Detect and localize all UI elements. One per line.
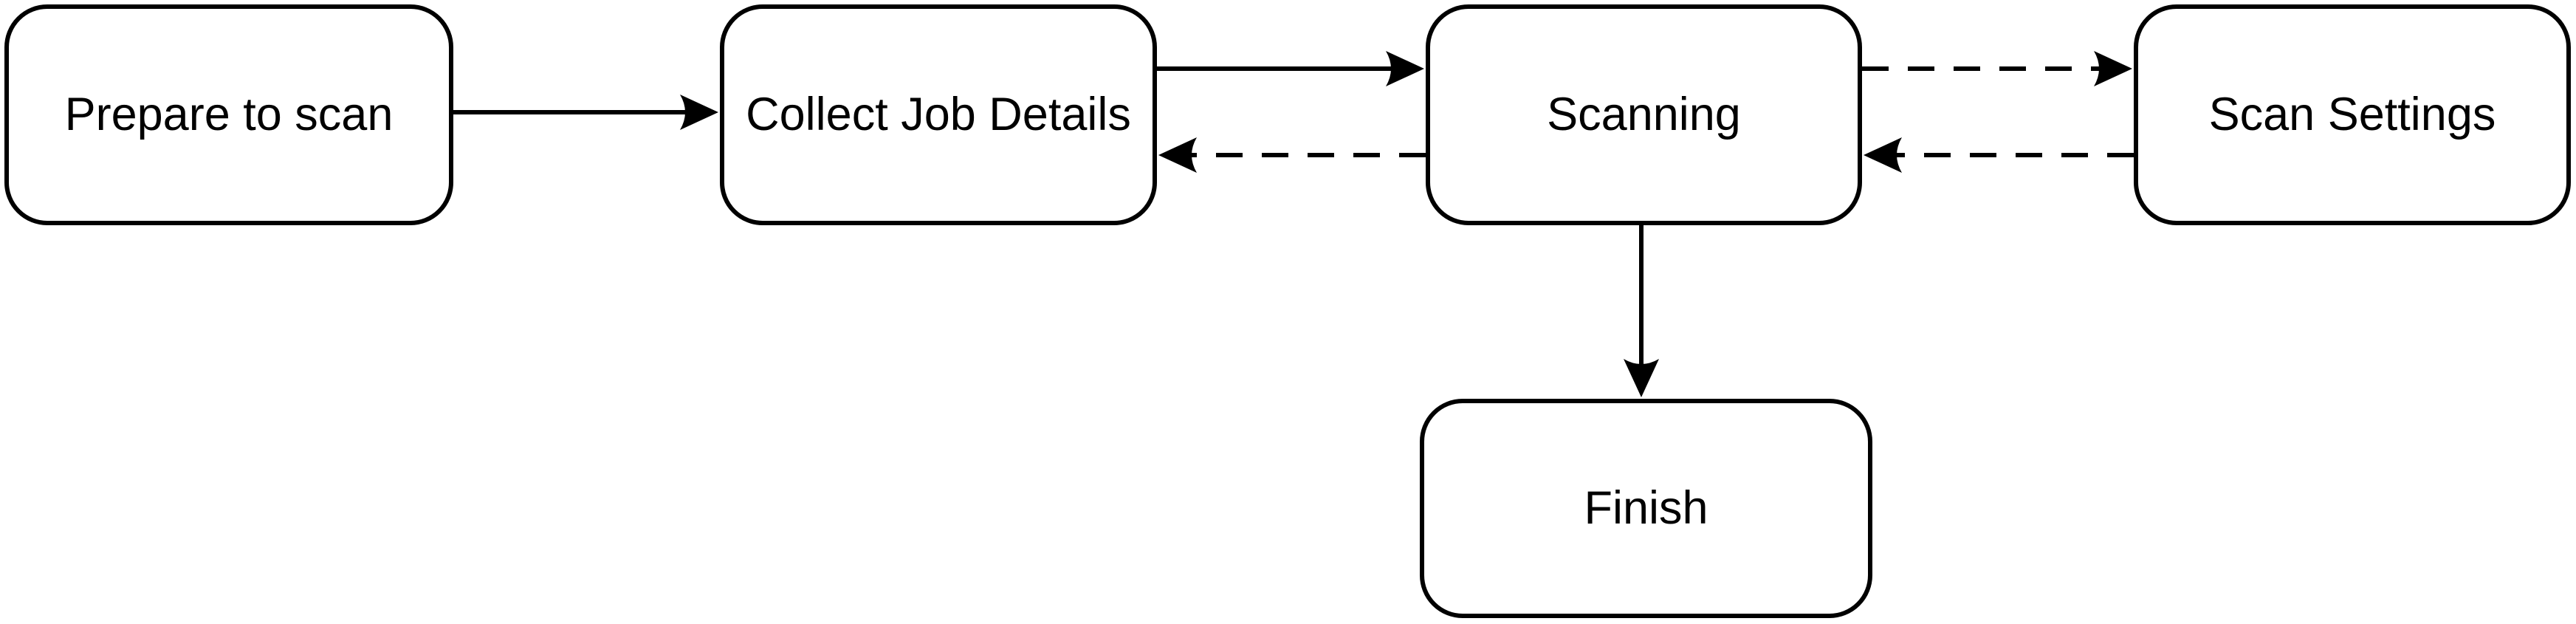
arrowhead-left-icon	[1864, 137, 1902, 173]
arrowhead-left-icon	[1158, 137, 1197, 173]
node-prepare-to-scan: Prepare to scan	[4, 4, 453, 225]
node-collect-job-details: Collect Job Details	[720, 4, 1157, 225]
node-scan-settings: Scan Settings	[2134, 4, 2571, 225]
edge-scanning-to-settings	[1862, 51, 2132, 86]
edge-prepare-to-collect	[453, 95, 718, 130]
node-scanning: Scanning	[1426, 4, 1862, 225]
node-label: Prepare to scan	[64, 88, 394, 140]
edge-scanning-to-finish	[1624, 225, 1659, 397]
node-label: Scan Settings	[2208, 88, 2496, 140]
node-label: Collect Job Details	[746, 88, 1131, 140]
edge-collect-to-scanning	[1157, 51, 1424, 86]
arrowhead-down-icon	[1624, 359, 1659, 397]
arrowhead-right-icon	[1386, 51, 1424, 86]
node-finish: Finish	[1420, 399, 1872, 618]
edge-settings-to-scanning	[1864, 137, 2134, 173]
arrowhead-right-icon	[680, 95, 718, 130]
node-label: Finish	[1584, 481, 1708, 534]
node-label: Scanning	[1547, 88, 1741, 140]
edge-scanning-to-collect	[1158, 137, 1426, 173]
arrowhead-right-icon	[2094, 51, 2132, 86]
